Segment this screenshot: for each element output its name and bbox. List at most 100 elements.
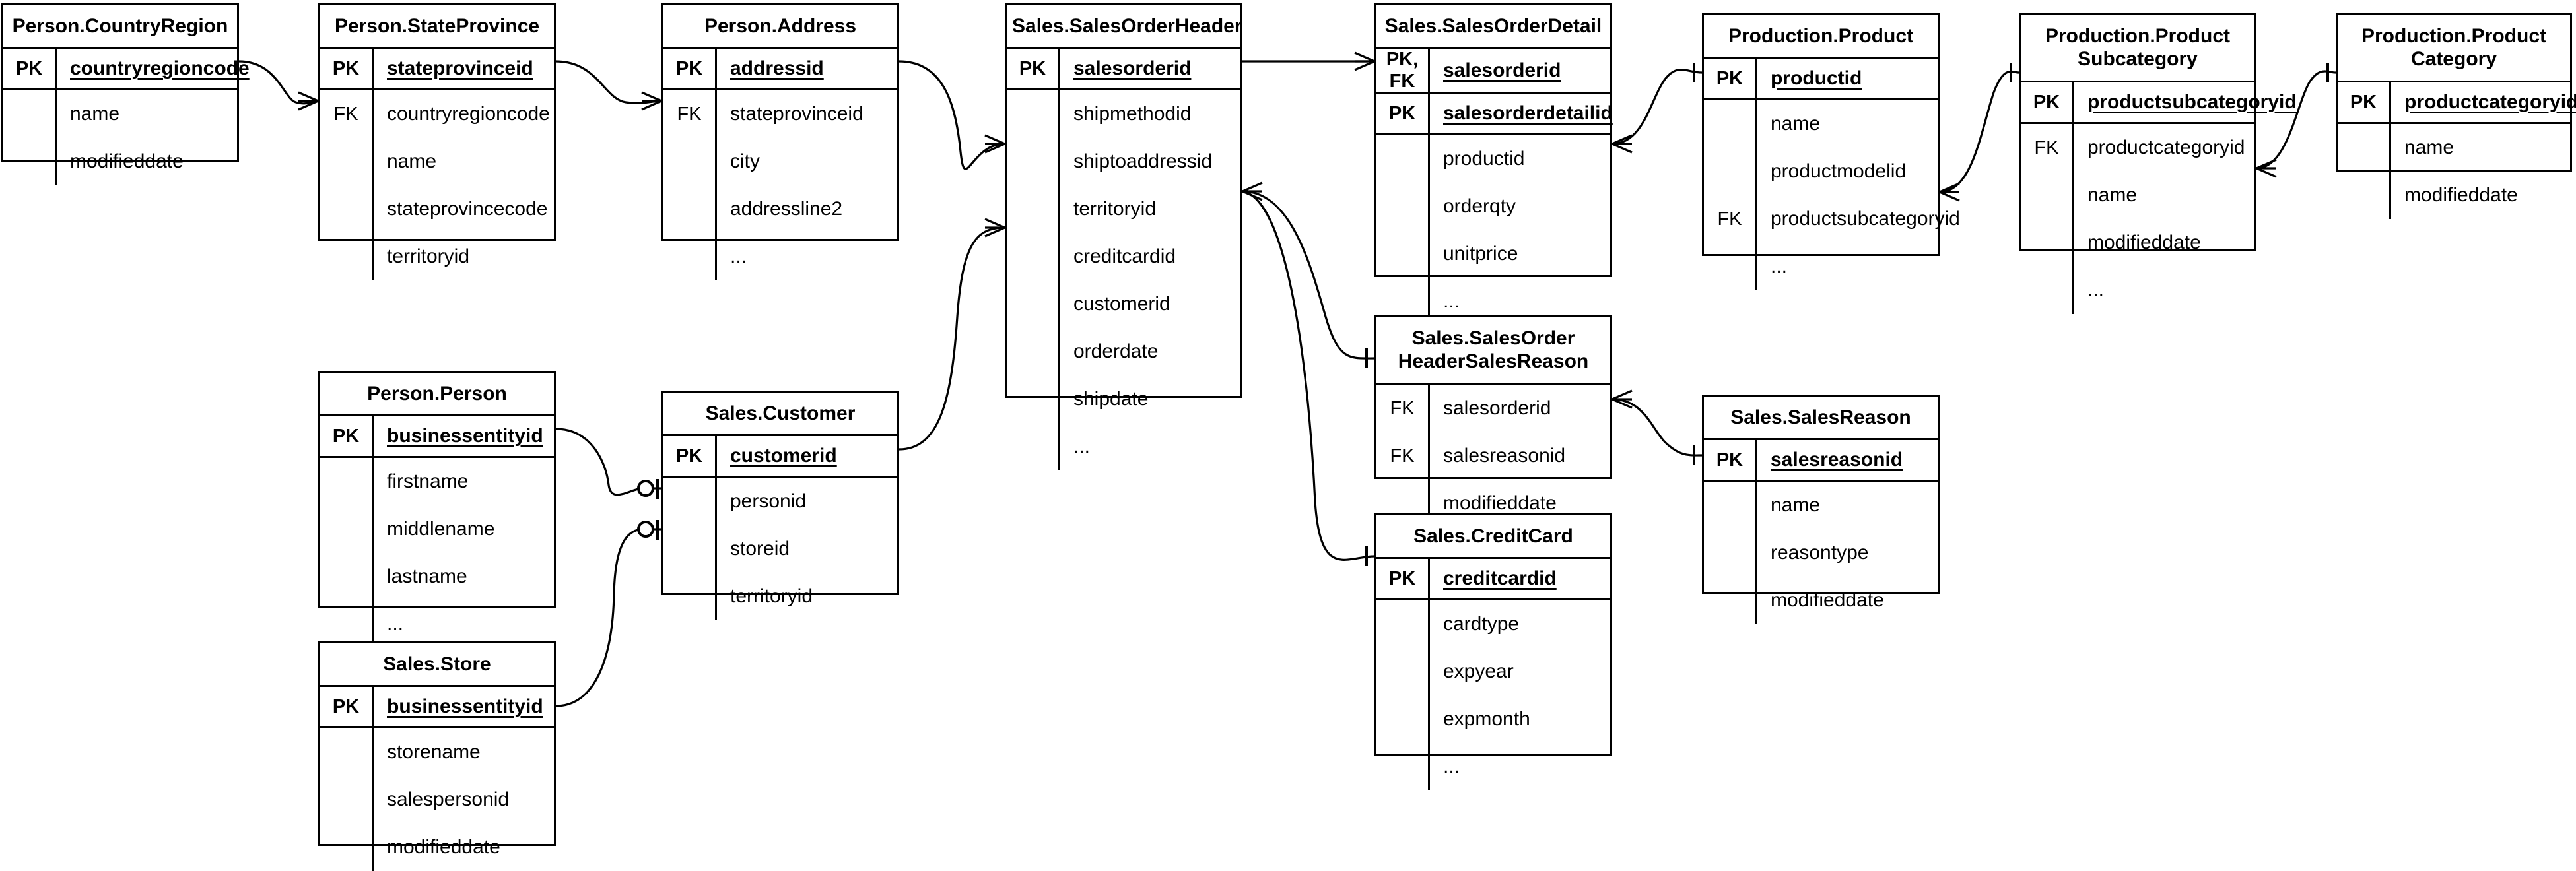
field-row[interactable]: orderdate [1007, 328, 1240, 376]
field-row[interactable]: modifieddate [2338, 171, 2570, 219]
connector-person-customer [556, 429, 644, 495]
connector-soh-sohsr [1242, 191, 1374, 358]
connector-address-soh [899, 61, 1005, 169]
field-row[interactable]: name [320, 138, 554, 186]
field-name: cardtype [1428, 600, 1610, 649]
field-row[interactable]: expmonth [1376, 695, 1610, 744]
field-row[interactable]: cardtype [1376, 600, 1610, 649]
field-row[interactable]: ... [2021, 266, 2254, 314]
field-name: name [1755, 100, 1938, 148]
field-row[interactable]: name [2338, 123, 2570, 172]
field-row[interactable]: name [1704, 482, 1938, 530]
field-row[interactable]: name [2021, 171, 2254, 219]
field-row[interactable]: orderqty [1376, 183, 1610, 231]
key-badge [2021, 267, 2072, 314]
field-row[interactable]: storename [320, 728, 554, 777]
field-row[interactable]: salespersonid [320, 776, 554, 824]
field-row[interactable]: productid [1376, 135, 1610, 183]
field-row[interactable]: shipdate [1007, 375, 1240, 424]
field-row[interactable]: unitprice [1376, 230, 1610, 278]
field-row[interactable]: ... [663, 233, 897, 281]
field-row[interactable]: middlename [320, 505, 554, 554]
field-name: productmodelid [1755, 148, 1938, 196]
field-row[interactable]: shiptoaddressid [1007, 138, 1240, 186]
field-row[interactable]: productmodelid [1704, 148, 1938, 196]
field-row[interactable]: territoryid [320, 233, 554, 281]
field-name: city [715, 138, 897, 186]
field-name: countryregioncode [55, 49, 250, 89]
field-row[interactable]: storeid [663, 525, 897, 573]
field-row[interactable]: modifieddate [3, 138, 237, 186]
field-row[interactable]: name [3, 90, 237, 139]
key-badge [2338, 124, 2389, 172]
field-row[interactable]: modifieddate [2021, 218, 2254, 267]
zero-marker-r6 [638, 522, 653, 536]
field-row[interactable]: reasontype [1704, 529, 1938, 577]
field-row[interactable]: creditcardid [1007, 233, 1240, 281]
crowfoot-r10 [1612, 135, 1632, 152]
field-name: territoryid [1058, 185, 1240, 234]
field-row[interactable]: city [663, 138, 897, 186]
field-row[interactable]: territoryid [1007, 185, 1240, 234]
field-name: orderdate [1058, 328, 1240, 376]
field-row[interactable]: name [1704, 100, 1938, 148]
field-row[interactable]: modifieddate [1704, 577, 1938, 625]
field-row[interactable]: stateprovincecode [320, 185, 554, 234]
field-row[interactable]: firstname [320, 458, 554, 506]
field-row[interactable]: customerid [1007, 280, 1240, 329]
field-row[interactable]: ... [1376, 743, 1610, 791]
field-row[interactable]: ... [1007, 423, 1240, 471]
crowfoot-r12 [2256, 160, 2276, 177]
field-row[interactable]: ... [320, 600, 554, 649]
field-row[interactable]: addressline2 [663, 185, 897, 234]
field-row[interactable]: personid [663, 478, 897, 526]
field-row[interactable]: ... [1704, 243, 1938, 291]
field-row[interactable]: lastname [320, 553, 554, 601]
field-row[interactable]: expyear [1376, 648, 1610, 696]
field-row[interactable]: territoryid [663, 573, 897, 621]
connector-sod-product [1612, 70, 1702, 144]
field-row[interactable]: modifieddate [1376, 479, 1610, 527]
field-row[interactable]: ... [1376, 278, 1610, 326]
field-row[interactable]: shipmethodid [1007, 90, 1240, 139]
field-row[interactable]: modifieddate [320, 823, 554, 871]
entity-title-person: Person.Person [320, 373, 554, 417]
